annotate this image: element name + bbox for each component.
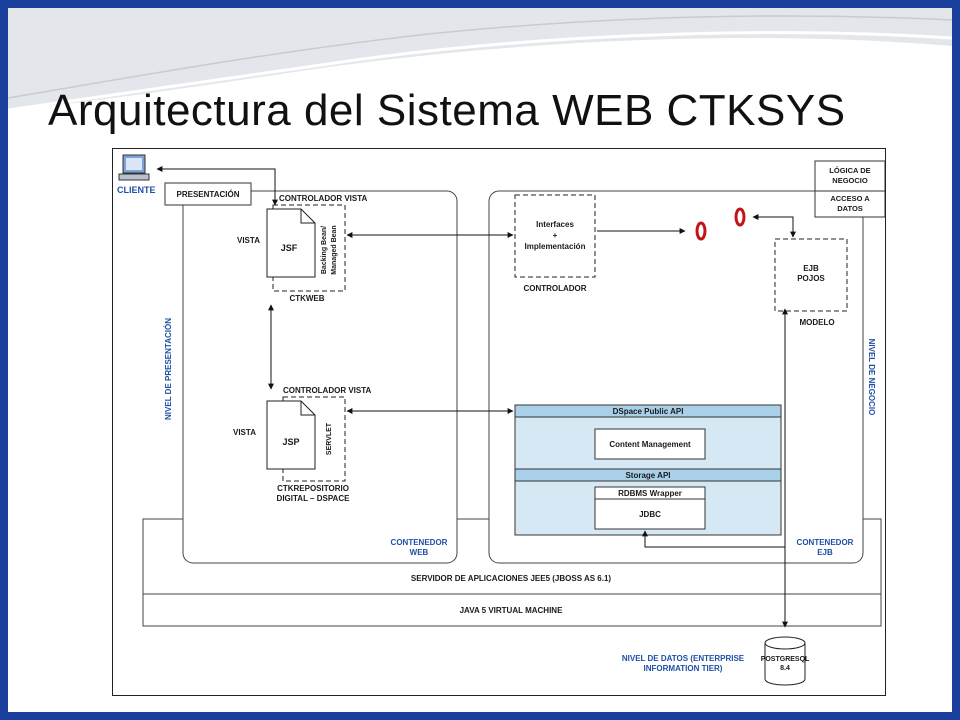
logica-line2: NEGOCIO xyxy=(832,176,868,185)
servidor-label: SERVIDOR DE APLICACIONES JEE5 (JBOSS AS … xyxy=(411,574,612,583)
logica-negocio-box xyxy=(814,160,886,192)
content-management-box xyxy=(594,428,706,460)
controlador-label: CONTROLADOR xyxy=(523,284,586,293)
nivel-datos-line2: INFORMATION TIER) xyxy=(644,664,723,673)
contenedor-web-line2: WEB xyxy=(410,548,429,557)
slide: Arquitectura del Sistema WEB CTKSYS xyxy=(8,8,952,712)
dspace-api-label: DSpace Public API xyxy=(613,407,684,416)
dspace-api-bar xyxy=(514,404,782,418)
slide-swoosh-decoration xyxy=(8,8,952,112)
storage-api-label: Storage API xyxy=(625,471,670,480)
jsp-label: JSP xyxy=(282,437,299,447)
jsp-document-icon xyxy=(266,400,316,470)
web-container xyxy=(182,190,458,564)
client-computer-icon xyxy=(118,154,150,181)
ctkrepositorio-line1: CTKREPOSITORIO xyxy=(277,484,349,493)
ejb-line1: EJB xyxy=(803,264,819,273)
acceso-line2: DATOS xyxy=(837,204,863,213)
nivel-negocio-label: NIVEL DE NEGOCIO xyxy=(867,339,876,416)
modelo-box xyxy=(774,238,848,312)
controlador-box xyxy=(514,194,596,278)
postgres-line2: 8.4 xyxy=(780,665,790,672)
slide-title: Arquitectura del Sistema WEB CTKSYS xyxy=(48,86,846,135)
ejb-line2: POJOS xyxy=(797,274,825,283)
postgresql-database-icon xyxy=(764,636,806,686)
java-vm-label: JAVA 5 VIRTUAL MACHINE xyxy=(460,606,563,615)
ctkweb-label: CTKWEB xyxy=(289,294,324,303)
vista-1-label: VISTA xyxy=(237,236,260,245)
contenedor-ejb-line2: EJB xyxy=(817,548,833,557)
contenedor-ejb-line1: CONTENEDOR xyxy=(797,538,854,547)
acceso-line1: ACCESO A xyxy=(830,194,870,203)
acceso-datos-box xyxy=(814,190,886,218)
jsf-document-icon xyxy=(266,208,316,278)
interfaces-line3: Implementación xyxy=(525,242,586,251)
client-label: CLIENTE xyxy=(117,185,156,195)
storage-api-bar xyxy=(514,468,782,482)
red-annotation-marks xyxy=(695,207,746,241)
modelo-label: MODELO xyxy=(799,318,834,327)
nivel-datos-line1: NIVEL DE DATOS (ENTERPRISE xyxy=(622,654,745,663)
content-management-label: Content Management xyxy=(609,440,691,449)
jsf-label: JSF xyxy=(281,243,298,253)
presentation-label: PRESENTACIÓN xyxy=(177,190,240,199)
ctkrepositorio-line2: DIGITAL – DSPACE xyxy=(277,494,351,503)
vista-2-label: VISTA xyxy=(233,428,256,437)
interfaces-line1: Interfaces xyxy=(536,220,574,229)
jdbc-box xyxy=(594,498,706,530)
controlador-vista-1: CONTROLADOR VISTA xyxy=(279,194,368,203)
nivel-presentacion-label: NIVEL DE PRESENTACIÓN xyxy=(164,318,173,420)
backing-bean-line1: Backing Bean/ xyxy=(321,226,328,274)
postgres-line1: POSTGRESQL xyxy=(761,656,810,663)
backing-bean-line2: Managed Bean xyxy=(331,225,338,274)
controlador-vista-2: CONTROLADOR VISTA xyxy=(283,386,372,395)
contenedor-web-line1: CONTENEDOR xyxy=(391,538,448,547)
architecture-diagram: CLIENTE PRESENTACIÓN CONTROLADOR VISTA V… xyxy=(112,148,886,696)
rdbms-label: RDBMS Wrapper xyxy=(618,489,682,498)
logica-line1: LÓGICA DE xyxy=(829,166,870,175)
jdbc-label: JDBC xyxy=(639,510,661,519)
servlet-label: SERVLET xyxy=(326,422,333,455)
interfaces-line2: + xyxy=(553,231,558,240)
